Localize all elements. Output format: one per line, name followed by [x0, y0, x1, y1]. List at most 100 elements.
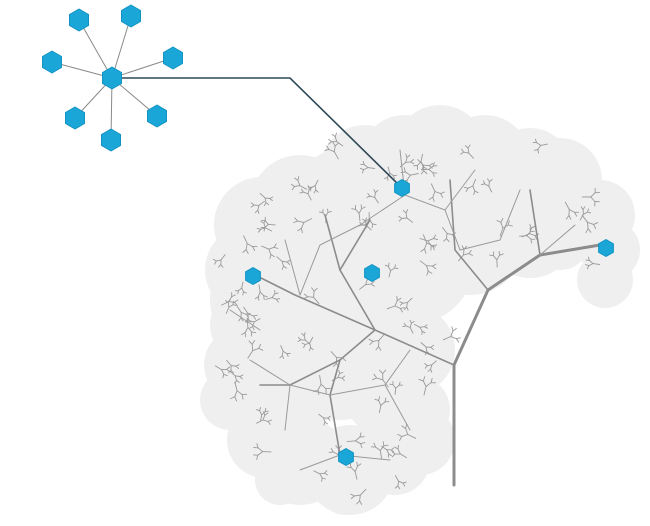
twig	[442, 226, 448, 234]
twig	[392, 384, 397, 389]
twig	[254, 209, 259, 214]
twig	[376, 377, 384, 381]
twig	[355, 208, 360, 214]
twig	[378, 400, 382, 406]
twig	[387, 262, 390, 267]
twig	[220, 254, 226, 261]
twig	[247, 326, 253, 333]
twig	[334, 132, 338, 138]
twig	[432, 196, 435, 202]
twig	[399, 453, 408, 459]
twig	[325, 211, 329, 217]
twig	[323, 421, 326, 426]
twig	[259, 410, 263, 416]
twig	[374, 189, 379, 194]
twig	[467, 185, 474, 189]
twig	[373, 373, 378, 379]
twig	[238, 317, 242, 322]
twig	[354, 465, 358, 472]
twig	[337, 373, 341, 379]
main-branch-2	[449, 179, 489, 291]
twig	[268, 246, 275, 250]
twig	[426, 242, 433, 247]
twig	[529, 233, 536, 237]
twig	[424, 365, 428, 369]
twig	[326, 208, 329, 213]
twig	[386, 449, 390, 455]
twig	[405, 153, 408, 158]
cell-boundary-16	[229, 309, 261, 331]
twig	[399, 302, 404, 306]
twig	[365, 219, 370, 225]
twig	[299, 191, 304, 194]
twig	[269, 198, 273, 202]
twig	[275, 298, 281, 300]
twig	[406, 302, 408, 308]
twig	[378, 396, 381, 401]
twig	[321, 477, 323, 482]
twig	[233, 299, 239, 303]
twig	[304, 339, 311, 345]
twig	[244, 326, 249, 333]
twig	[263, 202, 267, 207]
twig	[361, 169, 365, 174]
twig	[356, 461, 358, 467]
twig	[419, 238, 429, 242]
twig	[390, 267, 396, 272]
twig	[256, 454, 259, 460]
twig	[371, 377, 378, 381]
twig	[419, 326, 426, 328]
cell-boundary-3	[444, 209, 461, 251]
twig	[225, 306, 230, 314]
twig	[360, 204, 363, 210]
twig	[281, 350, 284, 357]
twig	[314, 185, 317, 191]
twig	[431, 263, 437, 267]
twig	[404, 171, 411, 176]
twig	[319, 211, 324, 214]
twig	[593, 222, 599, 225]
twig	[320, 383, 327, 390]
twig	[243, 235, 248, 245]
twig	[365, 283, 372, 286]
twig	[483, 180, 486, 185]
twig	[297, 176, 300, 181]
twig	[263, 295, 268, 298]
twig	[332, 141, 336, 147]
twig	[378, 346, 382, 351]
cloud-lobe-30	[360, 425, 430, 495]
twig	[318, 413, 324, 419]
twig	[410, 320, 415, 324]
twig	[420, 248, 426, 252]
twig	[420, 170, 425, 175]
twig	[283, 265, 287, 269]
twig	[252, 347, 260, 352]
twig	[474, 190, 479, 194]
cloud-lobe-33	[465, 165, 545, 245]
twig	[410, 161, 415, 165]
twig	[484, 183, 490, 187]
twig	[241, 332, 246, 336]
twig	[592, 263, 601, 265]
twig	[468, 253, 473, 256]
twig	[384, 397, 387, 403]
twig	[257, 296, 260, 301]
cell-boundary-0	[284, 239, 301, 296]
twig	[384, 176, 388, 180]
tree-node-hexagon-icon-4	[338, 448, 354, 466]
twig	[281, 260, 288, 263]
twig	[307, 188, 310, 195]
twig	[286, 259, 291, 263]
twig	[232, 304, 237, 306]
twig	[519, 235, 528, 237]
twig	[251, 343, 254, 352]
twig	[423, 386, 427, 396]
twig	[587, 265, 590, 270]
twig	[409, 327, 414, 334]
twig	[430, 377, 433, 384]
twig	[421, 330, 426, 334]
twig	[366, 225, 372, 231]
twig	[245, 243, 248, 251]
twig	[500, 221, 504, 229]
twig	[303, 218, 313, 223]
